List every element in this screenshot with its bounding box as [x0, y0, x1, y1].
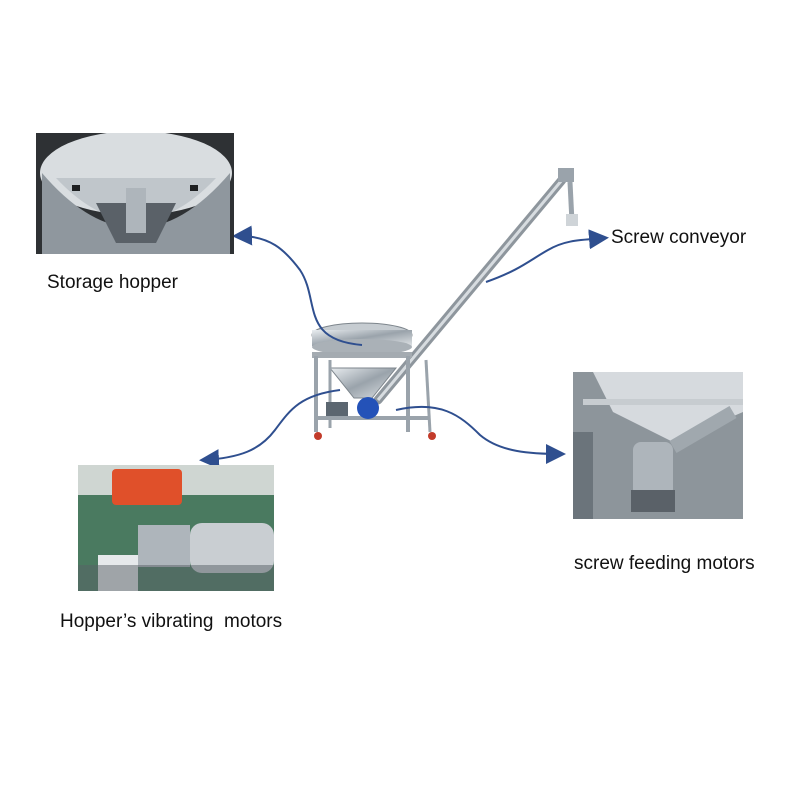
storage-hopper-photo: [36, 133, 234, 254]
vibrating-motors-photo: [78, 465, 274, 591]
screw-conveyor-label: Screw conveyor: [611, 227, 747, 248]
screw-feeding-motors-photo: [573, 372, 743, 519]
arrow-storage-hopper: [232, 225, 363, 346]
arrow-feeding-motors: [395, 405, 566, 464]
arrow-screw-conveyor: [485, 229, 609, 283]
vibrating-motors-label: Hopper’s vibrating motors: [60, 611, 283, 632]
screw-conveyor-machine: [311, 168, 578, 440]
storage-hopper-label: Storage hopper: [47, 272, 178, 293]
arrow-vibrating-motors: [199, 389, 341, 470]
feeding-motors-label: screw feeding motors: [574, 553, 755, 574]
